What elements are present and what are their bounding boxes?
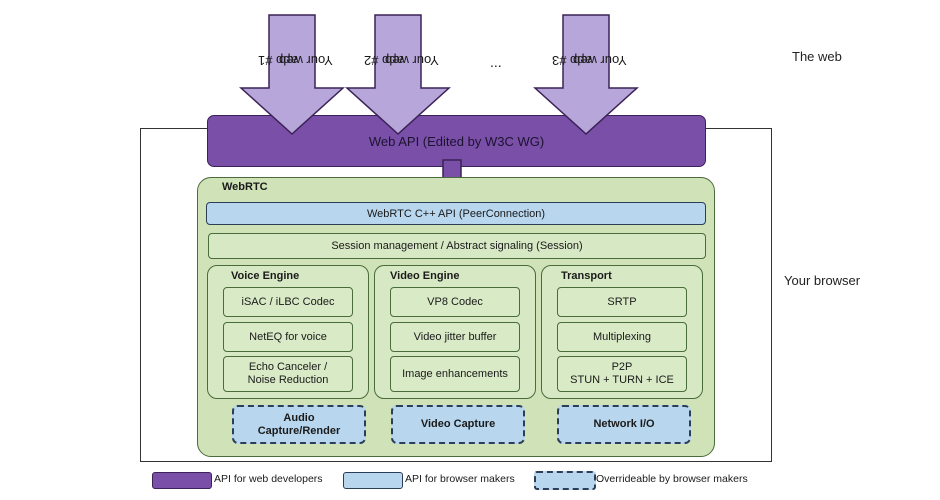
webrtc-title: WebRTC (222, 181, 268, 193)
app-arrow-3 (533, 14, 639, 136)
app-arrow-2 (345, 14, 451, 136)
image-enhancements: Image enhancements (390, 356, 520, 392)
app-arrow-1 (239, 14, 345, 136)
voice-engine-title: Voice Engine (231, 270, 300, 282)
web-api-bar: Web API (Edited by W3C WG) (207, 115, 706, 167)
legend-web-dev: API for web developers (214, 473, 323, 485)
webrtc-cpp-api-bar: WebRTC C++ API (PeerConnection) (206, 202, 706, 225)
srtp: SRTP (557, 287, 687, 317)
your-browser-label: Your browser (784, 273, 861, 288)
echo-canceler: Echo Canceler /Noise Reduction (223, 356, 353, 392)
vp8-codec: VP8 Codec (390, 287, 520, 317)
multiplexing: Multiplexing (557, 322, 687, 352)
legend-swatch-web-dev (152, 472, 212, 489)
video-engine-title: Video Engine (390, 270, 460, 282)
legend-browser-makers: API for browser makers (405, 473, 515, 485)
transport-title: Transport (561, 270, 612, 282)
cpp-api-label: WebRTC C++ API (PeerConnection) (366, 207, 546, 220)
session-management-bar: Session management / Abstract signaling … (208, 233, 706, 259)
legend-overrideable: Overrideable by browser makers (596, 473, 748, 485)
isac-ilbc-codec: iSAC / iLBC Codec (223, 287, 353, 317)
neteq-voice: NetEQ for voice (223, 322, 353, 352)
video-capture: Video Capture (391, 405, 525, 444)
session-label: Session management / Abstract signaling … (331, 240, 583, 252)
video-jitter-buffer: Video jitter buffer (390, 322, 520, 352)
the-web-label: The web (792, 49, 842, 64)
web-api-label: Web API (Edited by W3C WG) (368, 133, 545, 149)
legend-swatch-browser-makers (343, 472, 403, 489)
legend-swatch-overrideable (534, 471, 596, 490)
ellipsis: ... (490, 54, 502, 70)
network-io: Network I/O (557, 405, 691, 444)
